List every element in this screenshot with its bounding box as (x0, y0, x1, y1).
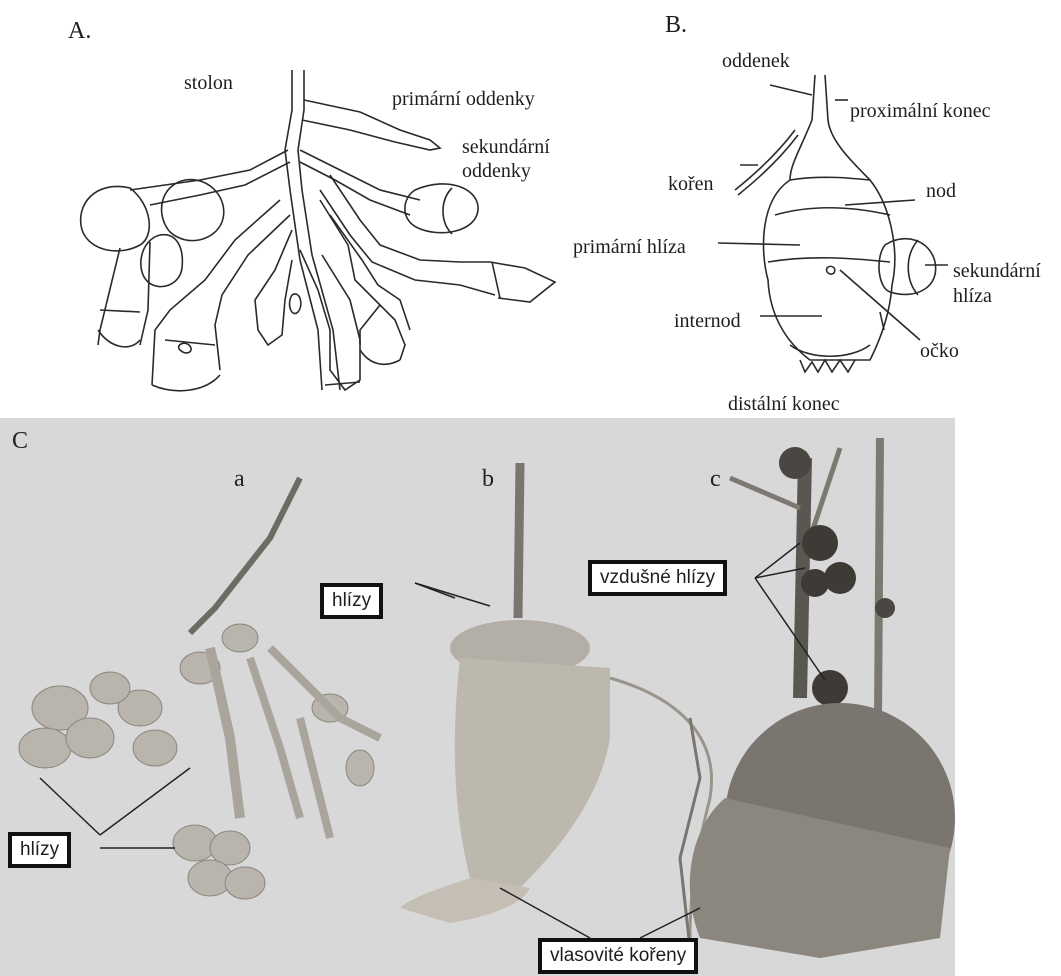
label-secondary-rhizomes-1: sekundární (462, 136, 550, 158)
sub-label-c: c (710, 466, 721, 493)
label-secondary-tuber-2: hlíza (953, 285, 992, 307)
label-proximal-end: proximální konec (850, 100, 991, 122)
label-root: kořen (668, 173, 714, 195)
label-primary-rhizomes: primární oddenky (392, 88, 535, 110)
box-tubers-left: hlízy (8, 832, 71, 868)
panel-a-letter: A. (68, 18, 91, 45)
panel-b-drawing (0, 0, 1061, 418)
sub-label-b: b (482, 466, 494, 493)
sub-label-a: a (234, 466, 245, 493)
box-hair-roots: vlasovité kořeny (538, 938, 698, 974)
panel-c-photo-art (0, 418, 955, 976)
panel-b-letter: B. (665, 12, 687, 39)
label-primary-tuber: primární hlíza (573, 236, 686, 258)
label-eye: očko (920, 340, 959, 362)
label-distal-end: distální konec (728, 393, 840, 415)
label-rhizome: oddenek (722, 50, 790, 72)
label-stolon: stolon (184, 72, 233, 94)
box-aerial-tubers: vzdušné hlízy (588, 560, 727, 596)
label-node: nod (926, 180, 956, 202)
label-secondary-rhizomes-2: oddenky (462, 160, 531, 182)
box-tubers-mid: hlízy (320, 583, 383, 619)
panel-c-photo: C a b c (0, 418, 955, 976)
panel-c-letter: C (12, 428, 28, 455)
label-internode: internod (674, 310, 741, 332)
label-secondary-tuber-1: sekundární (953, 260, 1041, 282)
